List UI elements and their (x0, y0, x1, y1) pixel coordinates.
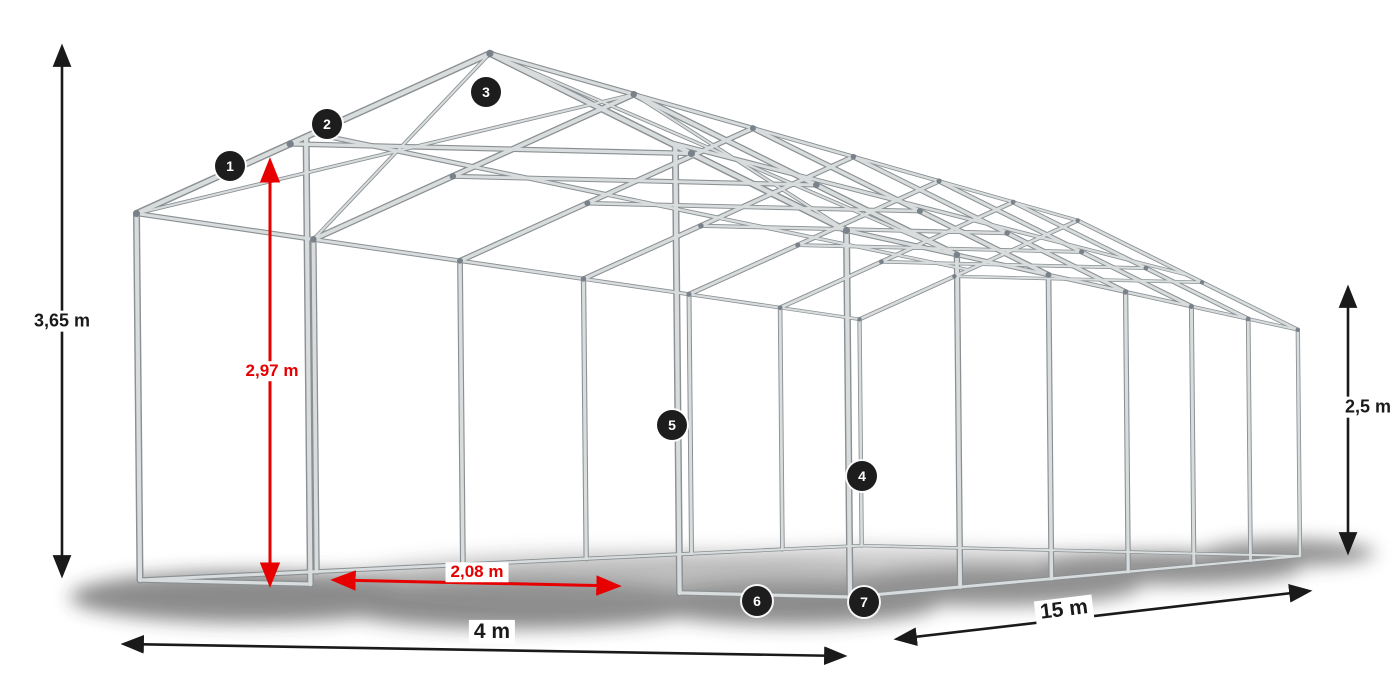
dimension-arrows-red (259, 157, 622, 596)
arrow-front-width (120, 634, 848, 666)
callout-2[interactable]: 2 (312, 109, 342, 139)
label-front-width: 4 m (468, 619, 516, 645)
label-clear-height: 2,97 m (240, 361, 304, 381)
callout-1[interactable]: 1 (215, 151, 245, 181)
callout-5[interactable]: 5 (657, 410, 687, 440)
callout-6[interactable]: 6 (742, 586, 772, 616)
label-side-height: 2,5 m (1339, 396, 1397, 418)
label-entrance-width: 2,08 m (445, 562, 509, 582)
callout-3[interactable]: 3 (471, 77, 501, 107)
callout-4[interactable]: 4 (847, 461, 877, 491)
callout-7[interactable]: 7 (849, 587, 879, 617)
steel-frame (132, 49, 1303, 601)
label-total-height: 3,65 m (28, 310, 96, 332)
arrow-length (893, 584, 1313, 646)
arrow-entrance-width (330, 570, 622, 596)
